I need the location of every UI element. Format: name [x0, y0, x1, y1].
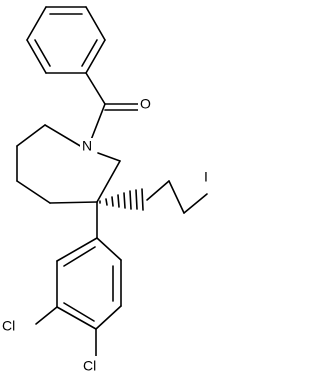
hash-mark — [111, 196, 114, 207]
bond — [96, 237, 122, 261]
bond — [49, 201, 98, 204]
bond — [16, 124, 46, 147]
bond — [85, 72, 106, 105]
hash-mark — [105, 198, 108, 206]
hash-mark — [135, 189, 138, 210]
atom-label-oxygen: O — [140, 96, 151, 112]
dichlorophenyl-ring: Cl Cl — [0, 201, 122, 378]
hash-mark — [123, 192, 126, 209]
atom-label-iodine: I — [204, 169, 208, 185]
bond — [97, 152, 121, 162]
atom-label-nitrogen: N — [82, 138, 92, 154]
bond — [44, 124, 83, 148]
bond — [168, 180, 185, 214]
hash-mark — [129, 190, 132, 210]
atom-label-chlorine-1: Cl — [2, 318, 15, 334]
bond — [56, 237, 98, 262]
bond — [26, 39, 47, 74]
bond — [26, 6, 47, 41]
hash-mark — [141, 188, 144, 211]
bond — [85, 6, 106, 41]
aromatic-inner-bond — [63, 302, 95, 322]
phenyl-ring-benzoyl — [26, 6, 106, 74]
bond — [90, 103, 106, 141]
atom-label-chlorine-2: Cl — [83, 358, 96, 374]
iodopropyl-chain: I — [99, 168, 213, 214]
bond — [85, 39, 106, 74]
bond — [146, 180, 170, 201]
bond — [183, 193, 208, 214]
aromatic-inner-bond — [81, 39, 98, 67]
bond — [56, 306, 97, 330]
bond — [96, 160, 121, 203]
chemical-structure-diagram: O N I — [0, 6, 213, 378]
carbonyl-group: O — [85, 72, 152, 141]
bond — [16, 180, 51, 204]
aromatic-inner-bond — [63, 246, 96, 267]
hash-mark — [117, 194, 120, 208]
hashed-stereo-bond — [99, 188, 144, 211]
aromatic-inner-bond — [34, 39, 51, 67]
piperidine-ring: N — [16, 124, 121, 204]
bond — [95, 305, 122, 330]
bond — [35, 306, 58, 325]
